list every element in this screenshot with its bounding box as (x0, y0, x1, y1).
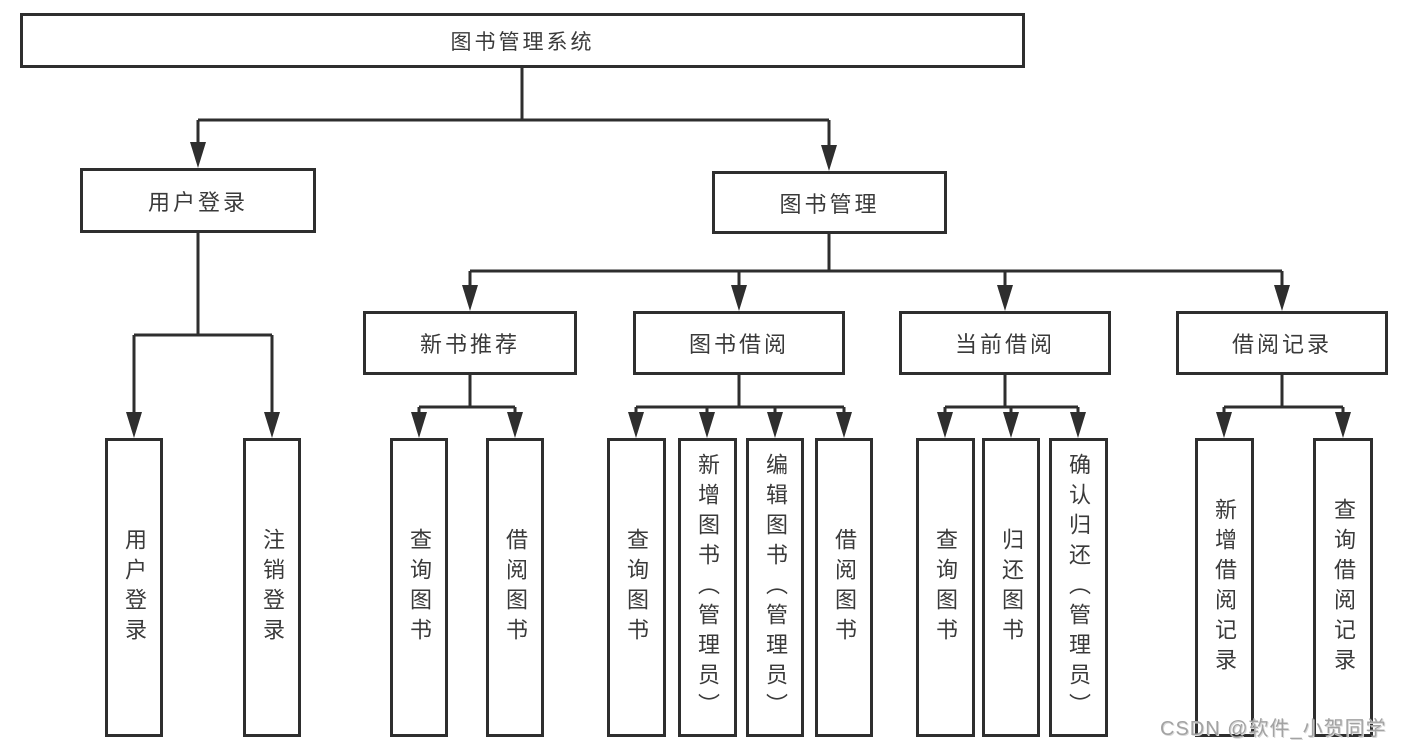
leaf-borrow-books-recommend: 借阅图书 (486, 438, 544, 737)
node-current-borrow: 当前借阅 (899, 311, 1111, 375)
leaf-add-borrow-record: 新增借阅记录 (1195, 438, 1254, 737)
leaf-user-login: 用户登录 (105, 438, 163, 737)
node-book-borrow: 图书借阅 (633, 311, 845, 375)
leaf-confirm-return-admin: 确认归还（管理员） (1049, 438, 1108, 737)
node-user-login: 用户登录 (80, 168, 316, 233)
leaf-add-book-admin: 新增图书（管理员） (678, 438, 737, 737)
leaf-query-books-borrow: 查询图书 (607, 438, 666, 737)
node-new-book-recommend: 新书推荐 (363, 311, 577, 375)
node-borrow-records: 借阅记录 (1176, 311, 1388, 375)
leaf-return-books: 归还图书 (982, 438, 1040, 737)
leaf-query-borrow-record: 查询借阅记录 (1313, 438, 1373, 737)
node-book-management: 图书管理 (712, 171, 947, 234)
node-library-system: 图书管理系统 (20, 13, 1025, 68)
leaf-edit-book-admin: 编辑图书（管理员） (746, 438, 804, 737)
leaf-borrow-books: 借阅图书 (815, 438, 873, 737)
leaf-query-books-current: 查询图书 (916, 438, 975, 737)
csdn-watermark: CSDN @软件_小贺同学 (1160, 718, 1387, 740)
leaf-query-books-recommend: 查询图书 (390, 438, 448, 737)
leaf-logout: 注销登录 (243, 438, 301, 737)
